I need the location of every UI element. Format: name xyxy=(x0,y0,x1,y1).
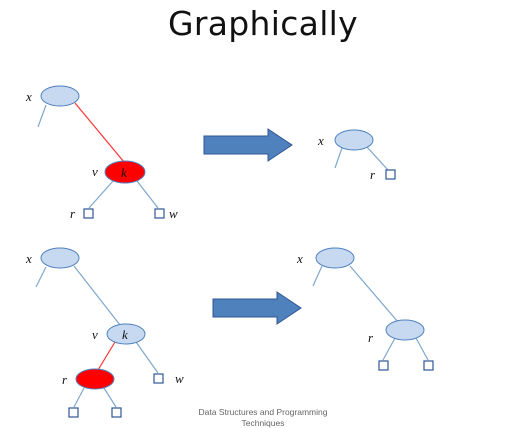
label-k: k xyxy=(121,165,127,180)
node-x xyxy=(334,129,374,151)
edge-r-right xyxy=(103,387,117,408)
footer-line-1: Data Structures and Programming xyxy=(198,407,328,417)
leaf-r xyxy=(83,208,94,219)
label-v: v xyxy=(92,327,98,342)
edge-x-left-subtree xyxy=(37,104,47,128)
node-x xyxy=(315,247,355,269)
right-arrow-icon xyxy=(212,291,302,325)
node-k xyxy=(106,323,146,345)
label-x: x xyxy=(25,89,32,104)
case1-after: x r xyxy=(317,129,396,182)
leaf-w xyxy=(153,373,164,384)
edge-k-to-r xyxy=(88,180,114,209)
case2-after: x r xyxy=(296,247,434,371)
label-k: k xyxy=(122,327,128,342)
red-edge-k-to-r xyxy=(97,341,116,371)
label-r: r xyxy=(70,206,76,221)
case2-before: x v k r w xyxy=(25,247,184,418)
label-r: r xyxy=(62,372,68,387)
edge-k-to-w xyxy=(136,180,159,209)
red-node-r xyxy=(75,368,115,390)
label-x: x xyxy=(25,251,32,266)
footer-line-2: Techniques xyxy=(241,418,285,428)
edge-x-left-subtree xyxy=(334,147,343,169)
leaf-w xyxy=(154,208,165,219)
case1-before: x v k r w xyxy=(25,85,178,221)
edge-x-to-r xyxy=(366,146,389,171)
label-w: w xyxy=(175,371,184,386)
edge-x-to-r xyxy=(349,265,399,323)
edge-r-right xyxy=(415,337,429,361)
slide-title: Graphically xyxy=(168,4,358,43)
label-w: w xyxy=(169,206,178,221)
edge-k-to-w xyxy=(135,341,159,374)
red-node-k xyxy=(104,160,146,184)
leaf-r xyxy=(385,169,396,180)
edge-r-left xyxy=(382,337,396,361)
right-arrow-icon xyxy=(203,128,293,162)
node-r xyxy=(385,319,425,341)
label-x: x xyxy=(317,133,324,148)
label-r: r xyxy=(368,330,374,345)
slide-footer: Data Structures and Programming Techniqu… xyxy=(180,407,346,428)
leaf-r-right xyxy=(423,360,434,371)
red-edge-x-to-k xyxy=(74,102,125,163)
label-x: x xyxy=(296,251,303,266)
edge-x-left-subtree xyxy=(312,265,323,287)
edge-x-to-k xyxy=(73,265,121,326)
node-x xyxy=(40,85,80,107)
node-x xyxy=(40,247,80,269)
label-v: v xyxy=(92,164,98,179)
edge-x-left-subtree xyxy=(35,266,47,288)
leaf-r-left xyxy=(378,360,389,371)
edge-r-left xyxy=(73,387,85,408)
label-r: r xyxy=(370,167,376,182)
leaf-r-right xyxy=(111,407,122,418)
leaf-r-left xyxy=(68,407,79,418)
